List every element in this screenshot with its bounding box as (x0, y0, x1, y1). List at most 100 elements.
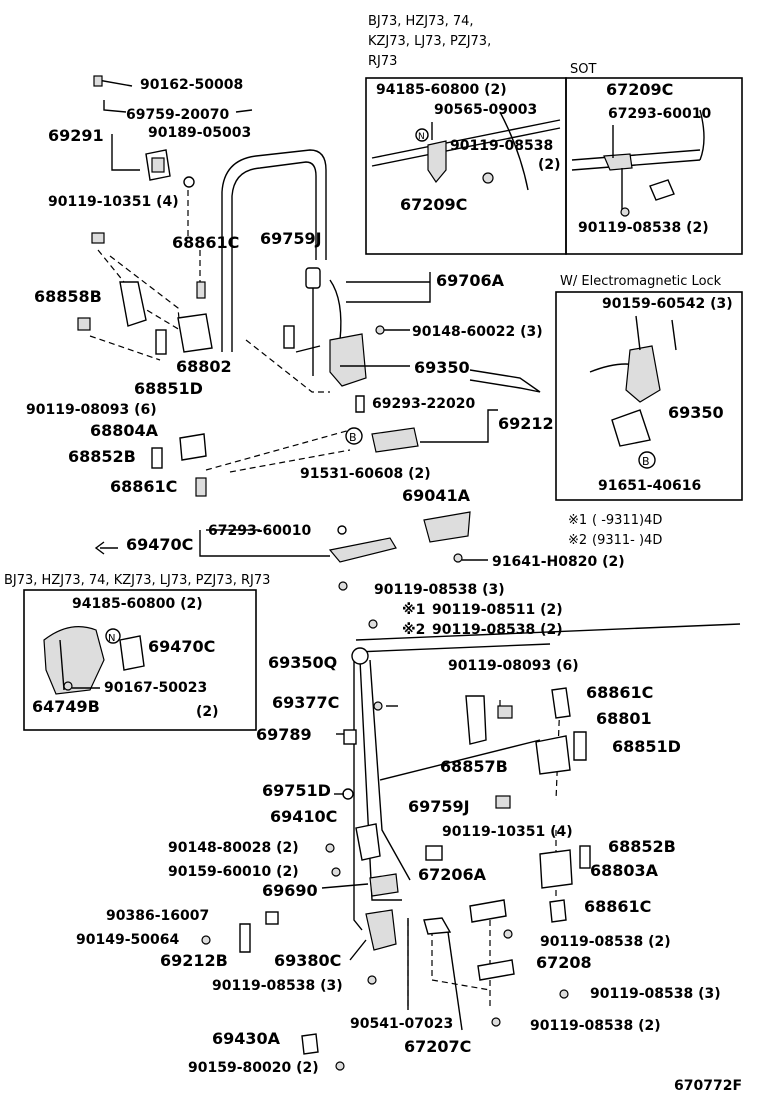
inset-variant-drawing: N (371, 111, 561, 191)
diagram-id: 670772F (674, 1078, 742, 1094)
bolt-icon (482, 172, 494, 184)
bolt-90119-08538-mid (338, 581, 348, 591)
screw-90159-80020 (335, 1061, 345, 1071)
link-rod (295, 345, 321, 353)
screw-90148-60022 (375, 325, 385, 335)
label-69350-em: 69350 (668, 403, 724, 422)
label-90167-50023: 90167-50023 (104, 680, 207, 696)
guide-69759J-low (425, 845, 443, 861)
sot-label: SOT (570, 62, 596, 77)
label-68851D-r: 68851D (612, 737, 681, 756)
label-68803A: 68803A (590, 861, 659, 880)
label-69041A: 69041A (402, 486, 471, 505)
pin-68851D-r (573, 731, 587, 761)
lower-parts (201, 647, 591, 1071)
label-90149-50064: 90149-50064 (76, 932, 179, 948)
left-clip-69470C (119, 635, 145, 671)
clip-69293-22020 (355, 395, 365, 413)
bolt-90119-08538-low (367, 975, 377, 985)
rod-diagonal (379, 739, 541, 781)
em-b-letter: B (642, 455, 650, 468)
top-header-note: BJ73, HZJ73, 74, KZJ73, LJ73, PZJ73, RJ7… (368, 14, 596, 77)
bracket-67207C (423, 917, 452, 935)
upper-parts: B (77, 75, 541, 497)
top-header-line1: BJ73, HZJ73, 74, (368, 14, 474, 29)
label-69430A: 69430A (212, 1029, 281, 1048)
lock-69380C (365, 909, 397, 951)
label-91641-H0820: 91641-H0820 (2) (492, 554, 625, 570)
label-69759J-top: 69759J (260, 229, 322, 248)
outside-handle-69212 (371, 427, 419, 453)
lock-rod-long (359, 659, 402, 901)
top-header-line2: KZJ73, LJ73, PZJ73, (368, 34, 491, 49)
label-69470C: 69470C (126, 535, 193, 554)
bushing-68861C-top (196, 281, 206, 299)
label-69350-main: 69350 (414, 358, 470, 377)
label-68851D-top: 68851D (134, 379, 203, 398)
label-90148-60022: 90148-60022 (3) (412, 324, 543, 340)
label-90119-08538-2-low1: 90119-08538 (2) (540, 934, 671, 950)
label-67207C: 67207C (404, 1037, 471, 1056)
cap-90189 (183, 176, 195, 188)
label-69759-20070: 69759-20070 (126, 107, 229, 123)
handle-69041A (423, 511, 471, 543)
hinge-68801 (535, 735, 571, 775)
guide-69759J (283, 325, 295, 349)
striker-67206A (469, 899, 507, 923)
bolt-90119-10351-top (91, 232, 105, 244)
clip-69751D (342, 788, 354, 800)
em-bracket (611, 409, 651, 447)
left-box-header: BJ73, HZJ73, 74, KZJ73, LJ73, PZJ73, RJ7… (4, 573, 270, 588)
sot-bracket (603, 153, 633, 171)
screw-90159-60010 (331, 867, 341, 877)
note2-mark: ※2 (568, 533, 587, 548)
arrow-to-left-box (94, 541, 118, 555)
label-69380C: 69380C (274, 951, 341, 970)
label-69706A: 69706A (436, 271, 505, 290)
screw-head-90162 (93, 75, 103, 87)
label-90386-16007: 90386-16007 (106, 908, 209, 924)
handle-inner (151, 157, 165, 173)
door-edge-top (355, 623, 741, 641)
label-90119-08093-mid: 90119-08093 (6) (448, 658, 579, 674)
n-nut-marker (415, 128, 429, 142)
label-68861C-mid: 68861C (110, 477, 177, 496)
hinge-68802 (177, 313, 213, 353)
label-67293-60010-mid: 67293-60010 (208, 523, 311, 539)
footnotes: ※1 ( -9311)4D ※2 (9311- )4D (568, 513, 662, 548)
bolt-90119-10351-low (495, 795, 511, 809)
label-67209C-sot: 67209C (606, 80, 673, 99)
em-b-marker (638, 451, 656, 469)
bushing-68861C-r1 (551, 687, 571, 719)
bushing-68861C-mid (195, 477, 207, 497)
label-90159-80020: 90159-80020 (2) (188, 1060, 319, 1076)
bolt-90119-08538-low1 (503, 929, 513, 939)
label-90565-09003: 90565-09003 (434, 102, 537, 118)
label-68861C-r1: 68861C (586, 683, 653, 702)
b-marker-main (345, 427, 363, 445)
n-nut-letter: N (418, 132, 425, 142)
hinge-68803A (539, 849, 573, 889)
rod-69212B (239, 923, 251, 953)
lock-69350Q (351, 647, 369, 665)
label-94185-60800-box: 94185-60800 (2) (376, 82, 507, 98)
note1-mark: ※1 (568, 513, 587, 528)
rod-69470C (328, 537, 397, 563)
label-90119-08538-3-r: 90119-08538 (3) (590, 986, 721, 1002)
clip-67293-mid (337, 525, 347, 535)
label-68852B-r: 68852B (608, 837, 676, 856)
label-note2-mark: ※2 (402, 622, 425, 638)
label-69751D: 69751D (262, 781, 331, 800)
label-69212: 69212 (498, 414, 554, 433)
inset-box-electromagnetic (555, 291, 743, 501)
bushing-90386 (265, 911, 279, 925)
bushing-68861C-r2 (549, 899, 567, 923)
label-68802: 68802 (176, 357, 232, 376)
inset-sot-drawing (571, 109, 705, 217)
label-90119-08511: 90119-08511 (2) (432, 602, 563, 618)
bolt-90119-08538-r (559, 989, 569, 999)
bumper-69789 (343, 729, 357, 745)
label-69690: 69690 (262, 881, 318, 900)
door-edge-2 (355, 643, 551, 653)
